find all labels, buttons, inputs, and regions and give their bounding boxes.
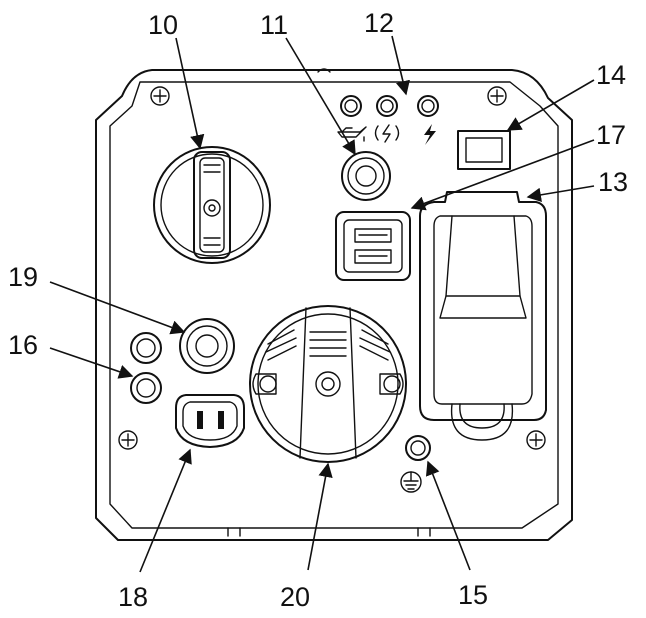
- callout-14: 14: [596, 60, 626, 90]
- overload-warning-icon: [374, 124, 400, 143]
- callout-19: 19: [8, 262, 38, 292]
- rotary-switch[interactable]: [153, 146, 271, 264]
- callout-15: 15: [458, 580, 488, 610]
- callout-10: 10: [148, 10, 178, 40]
- corner-screw-top-right: [487, 86, 507, 106]
- callout-17: 17: [596, 120, 626, 150]
- parallel-terminal-bottom[interactable]: [130, 372, 162, 404]
- output-indicator-light: [417, 95, 439, 117]
- corner-screw-bottom-right: [526, 430, 546, 450]
- ac-outlet[interactable]: [175, 394, 245, 448]
- callout-13: 13: [598, 167, 628, 197]
- outlet-cover[interactable]: [419, 191, 547, 441]
- parallel-terminal-top[interactable]: [130, 332, 162, 364]
- corner-screw-bottom-left: [118, 430, 138, 450]
- ground-symbol-icon: [400, 471, 422, 493]
- lightning-bolt-icon: [424, 124, 436, 145]
- rocker-switch[interactable]: [457, 130, 511, 170]
- oil-can-icon: [337, 126, 367, 142]
- callout-12: 12: [364, 8, 394, 38]
- callout-20: 20: [280, 582, 310, 612]
- corner-screw-top-left: [150, 86, 170, 106]
- round-cover-cap[interactable]: [249, 305, 407, 463]
- callout-11: 11: [260, 10, 288, 40]
- panel-housing: [95, 68, 573, 541]
- ground-terminal[interactable]: [405, 435, 431, 461]
- indicator-lights: [340, 95, 439, 117]
- overload-indicator-light: [376, 95, 398, 117]
- callout-16: 16: [8, 330, 38, 360]
- dc-output-terminal[interactable]: [179, 318, 235, 374]
- reset-button[interactable]: [341, 151, 391, 201]
- callout-18: 18: [118, 582, 148, 612]
- oil-indicator-light: [340, 95, 362, 117]
- leader-lines: [49, 35, 595, 573]
- usb-outlet[interactable]: [335, 211, 411, 281]
